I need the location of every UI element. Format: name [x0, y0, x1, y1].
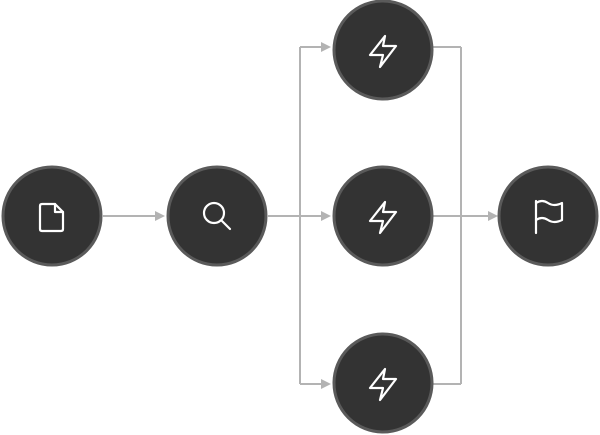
- node-action-bottom[interactable]: [332, 332, 434, 434]
- lightning-bolt-icon: [368, 200, 398, 235]
- search-icon: [202, 201, 232, 231]
- flag-icon: [534, 199, 564, 235]
- node-action-top[interactable]: [332, 0, 434, 101]
- arrowhead-finish: [488, 211, 498, 221]
- arrowhead-search: [155, 211, 165, 221]
- arrowhead-action-bottom: [321, 379, 331, 389]
- node-action-middle[interactable]: [332, 165, 434, 267]
- lightning-bolt-icon: [368, 34, 398, 69]
- node-finish[interactable]: [497, 165, 599, 267]
- node-document[interactable]: [1, 165, 103, 267]
- connectors: [103, 42, 498, 389]
- document-icon: [38, 202, 65, 233]
- lightning-bolt-icon: [368, 367, 398, 402]
- arrowhead-action-top: [321, 42, 331, 52]
- node-search[interactable]: [166, 165, 268, 267]
- arrowhead-action-middle: [321, 211, 331, 221]
